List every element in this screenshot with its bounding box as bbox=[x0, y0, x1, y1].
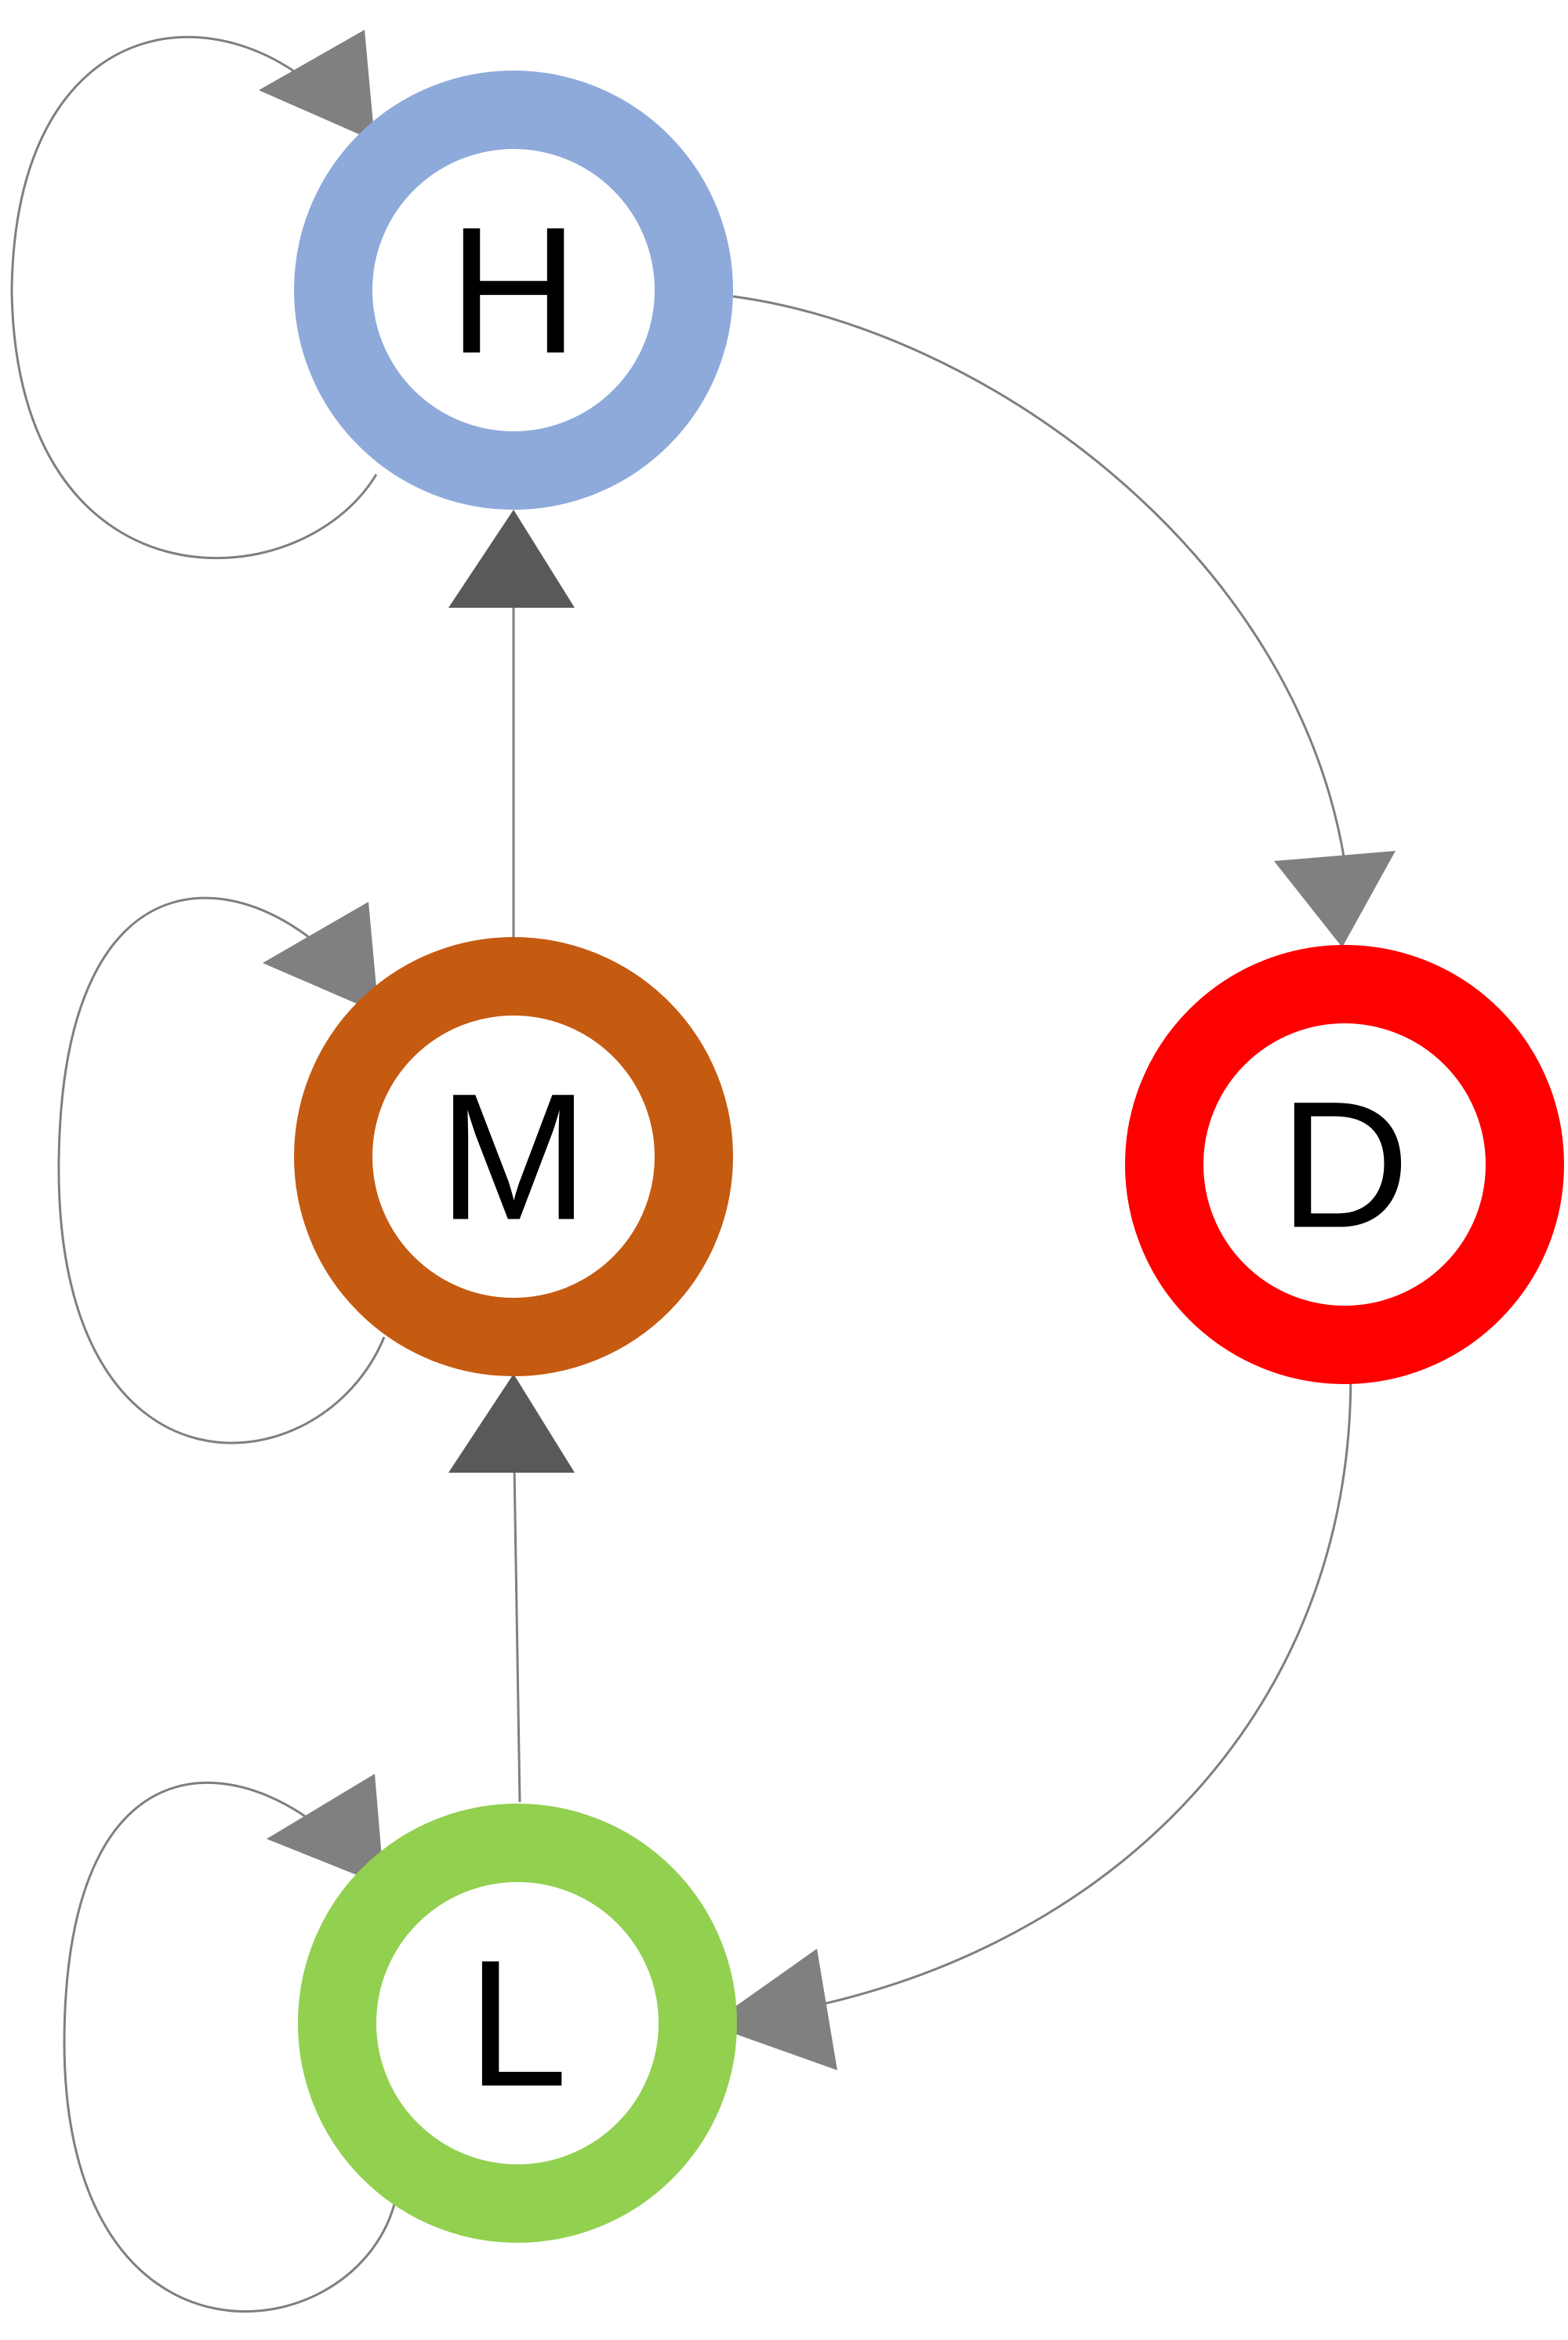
nodes: H M D L bbox=[294, 71, 1564, 2243]
arrowhead-h-self-loop bbox=[259, 30, 375, 141]
edge-d-to-l bbox=[807, 1348, 1352, 2009]
edge-l-to-m bbox=[513, 1466, 521, 1803]
node-l-ring bbox=[298, 1804, 737, 2243]
edge-h-to-h-self-loop bbox=[10, 35, 378, 560]
node-m-ring bbox=[294, 937, 733, 1376]
edge-l-to-l-self-loop bbox=[63, 1781, 397, 2313]
node-h: H bbox=[294, 71, 733, 510]
node-d: D bbox=[1125, 945, 1564, 1384]
node-h-ring bbox=[294, 71, 733, 510]
node-l-label: L bbox=[467, 1923, 568, 2124]
arrowhead-m-self-loop bbox=[263, 902, 379, 1013]
arrowhead-l-to-m bbox=[448, 1374, 575, 1473]
arrowhead-d-to-l bbox=[710, 1949, 837, 2070]
node-m-label: M bbox=[438, 1056, 589, 1258]
node-d-label: D bbox=[1279, 1064, 1410, 1266]
node-l: L bbox=[298, 1804, 737, 2243]
edge-m-to-m-self-loop bbox=[57, 896, 386, 1444]
node-d-ring bbox=[1125, 945, 1564, 1384]
node-h-label: H bbox=[448, 190, 579, 391]
arrowhead-m-to-h bbox=[448, 510, 575, 608]
edge-h-to-d bbox=[732, 295, 1346, 862]
node-m: M bbox=[294, 937, 733, 1376]
arrowhead-h-to-d bbox=[1274, 851, 1396, 947]
edges bbox=[10, 30, 1396, 2313]
arrowhead-l-self-loop bbox=[267, 1774, 384, 1886]
